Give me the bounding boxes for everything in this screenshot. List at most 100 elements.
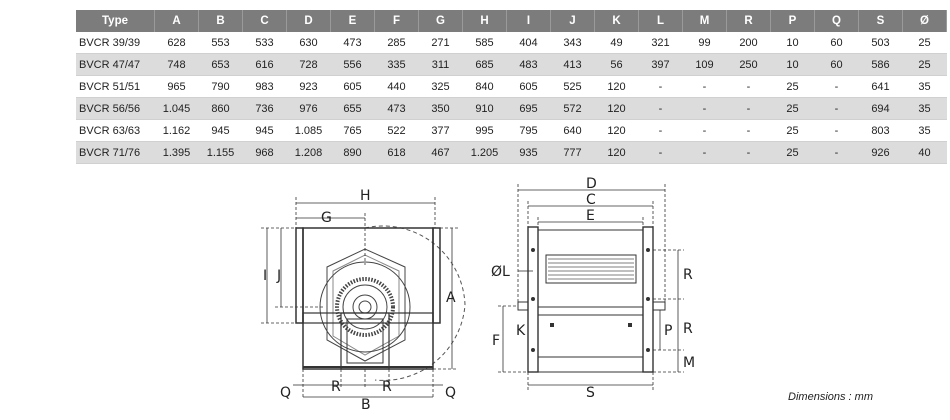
dimension-cell: 250	[726, 53, 771, 76]
dimension-cell: -	[682, 119, 727, 142]
dimension-cell: 641	[858, 75, 903, 98]
dimension-cell: 910	[462, 97, 507, 120]
dimension-cell: 995	[462, 119, 507, 142]
type-cell: BVCR 39/39	[76, 32, 155, 54]
dimension-cell: -	[638, 141, 683, 164]
dimension-cell: 49	[594, 32, 639, 54]
dimension-cell: 586	[858, 53, 903, 76]
column-header: L	[638, 10, 683, 32]
dimension-cell: 200	[726, 32, 771, 54]
dimension-cell: 120	[594, 75, 639, 98]
dimension-cell: 1.395	[154, 141, 199, 164]
dimension-cell: 321	[638, 32, 683, 54]
dimension-cell: -	[638, 119, 683, 142]
dimension-cell: 945	[242, 119, 287, 142]
label-f: F	[492, 333, 500, 349]
type-cell: BVCR 71/76	[76, 141, 155, 164]
label-q-left: Q	[280, 385, 291, 401]
dimension-cell: 25	[902, 32, 947, 54]
column-header: Type	[76, 10, 155, 32]
dimension-cell: 1.205	[462, 141, 507, 164]
dimension-cell: 99	[682, 32, 727, 54]
dimension-cell: 1.085	[286, 119, 331, 142]
dimension-cell: 343	[550, 32, 595, 54]
label-g: G	[321, 210, 332, 226]
dimension-cell: 1.155	[198, 141, 243, 164]
dimension-cell: 483	[506, 53, 551, 76]
column-header: K	[594, 10, 639, 32]
side-view-drawing: D C E ØL R F K R P M S	[491, 176, 695, 400]
dimension-cell: 640	[550, 119, 595, 142]
label-ol: ØL	[491, 264, 510, 280]
dimension-cell: 790	[198, 75, 243, 98]
dimension-cell: 605	[330, 75, 375, 98]
type-cell: BVCR 63/63	[76, 119, 155, 142]
dimension-cell: 803	[858, 119, 903, 142]
label-r-right: R	[382, 379, 392, 395]
dimension-cell: 736	[242, 97, 287, 120]
dimension-cell: 522	[374, 119, 419, 142]
dimension-cell: 325	[418, 75, 463, 98]
dimension-cell: 440	[374, 75, 419, 98]
dimension-cell: 335	[374, 53, 419, 76]
dimension-cell: 553	[198, 32, 243, 54]
dimension-cell: 25	[770, 119, 815, 142]
dimension-cell: 120	[594, 141, 639, 164]
dimension-cell: -	[682, 141, 727, 164]
dimension-cell: 605	[506, 75, 551, 98]
dimension-cell: -	[726, 75, 771, 98]
dimension-cell: 467	[418, 141, 463, 164]
dimension-cell: 56	[594, 53, 639, 76]
column-header: J	[550, 10, 595, 32]
label-q-right: Q	[445, 385, 456, 401]
dimension-cell: 25	[902, 53, 947, 76]
label-d: D	[586, 176, 597, 192]
column-header: H	[462, 10, 507, 32]
dimension-cell: -	[682, 97, 727, 120]
label-i: I	[263, 268, 267, 284]
column-header: C	[242, 10, 287, 32]
dimension-cell: 120	[594, 97, 639, 120]
dimension-cell: 397	[638, 53, 683, 76]
dimension-cell: 983	[242, 75, 287, 98]
dimension-cell: -	[726, 141, 771, 164]
dimension-cell: 503	[858, 32, 903, 54]
type-cell: BVCR 51/51	[76, 75, 155, 98]
label-r-bottom: R	[683, 321, 693, 337]
dimensions-note: Dimensions : mm	[788, 391, 873, 403]
dimension-cell: 765	[330, 119, 375, 142]
dimension-cell: 25	[770, 97, 815, 120]
dimension-cell: 40	[902, 141, 947, 164]
dimension-cell: -	[726, 119, 771, 142]
dimension-cell: -	[814, 119, 859, 142]
dimension-cell: 25	[770, 141, 815, 164]
dimension-cell: 965	[154, 75, 199, 98]
type-cell: BVCR 47/47	[76, 53, 155, 76]
dimension-cell: 655	[330, 97, 375, 120]
dimension-cell: -	[814, 141, 859, 164]
dimension-cell: 25	[770, 75, 815, 98]
dimension-cell: 890	[330, 141, 375, 164]
dimension-cell: 10	[770, 32, 815, 54]
dimension-cell: 60	[814, 53, 859, 76]
label-c: C	[586, 192, 596, 208]
label-e: E	[586, 208, 595, 224]
dimension-cell: 976	[286, 97, 331, 120]
dimension-cell: 285	[374, 32, 419, 54]
label-r-top: R	[683, 267, 693, 283]
label-j: J	[276, 268, 281, 284]
column-header: R	[726, 10, 771, 32]
dimension-cell: 572	[550, 97, 595, 120]
dimension-cell: -	[638, 75, 683, 98]
label-m: M	[683, 355, 695, 371]
dimension-cell: 860	[198, 97, 243, 120]
column-header: P	[770, 10, 815, 32]
dimension-cell: -	[814, 75, 859, 98]
